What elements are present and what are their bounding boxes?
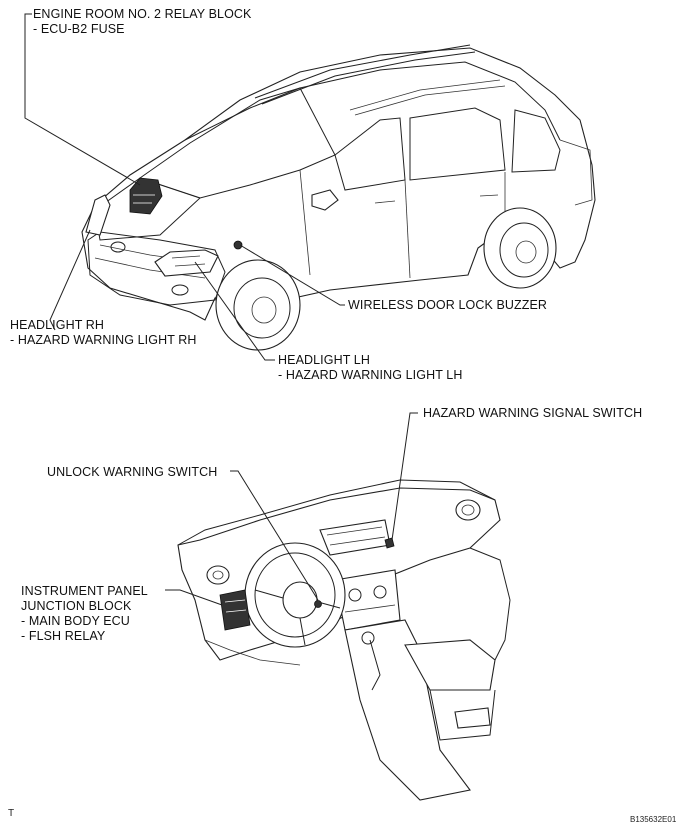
label-instrument-panel-junction-block: INSTRUMENT PANEL JUNCTION BLOCK - MAIN B… bbox=[21, 584, 148, 643]
figure-reference-code: B135632E01 bbox=[630, 815, 677, 824]
label-headlight-lh: HEADLIGHT LH - HAZARD WARNING LIGHT LH bbox=[278, 353, 463, 382]
label-wireless-door-lock-buzzer: WIRELESS DOOR LOCK BUZZER bbox=[348, 298, 548, 312]
label-headlight-rh: HEADLIGHT RH - HAZARD WARNING LIGHT RH bbox=[10, 318, 197, 347]
leader-lines-bottom bbox=[165, 412, 418, 606]
leader-lines-top bbox=[24, 13, 345, 361]
corner-mark: T bbox=[8, 808, 15, 819]
dashboard-illustration bbox=[177, 479, 511, 801]
vehicle-illustration bbox=[81, 44, 596, 351]
label-hazard-warning-signal-switch: HAZARD WARNING SIGNAL SWITCH bbox=[423, 406, 643, 420]
label-unlock-warning-switch: UNLOCK WARNING SWITCH bbox=[47, 465, 218, 479]
label-engine-room-relay-block: ENGINE ROOM NO. 2 RELAY BLOCK - ECU-B2 F… bbox=[33, 7, 252, 36]
